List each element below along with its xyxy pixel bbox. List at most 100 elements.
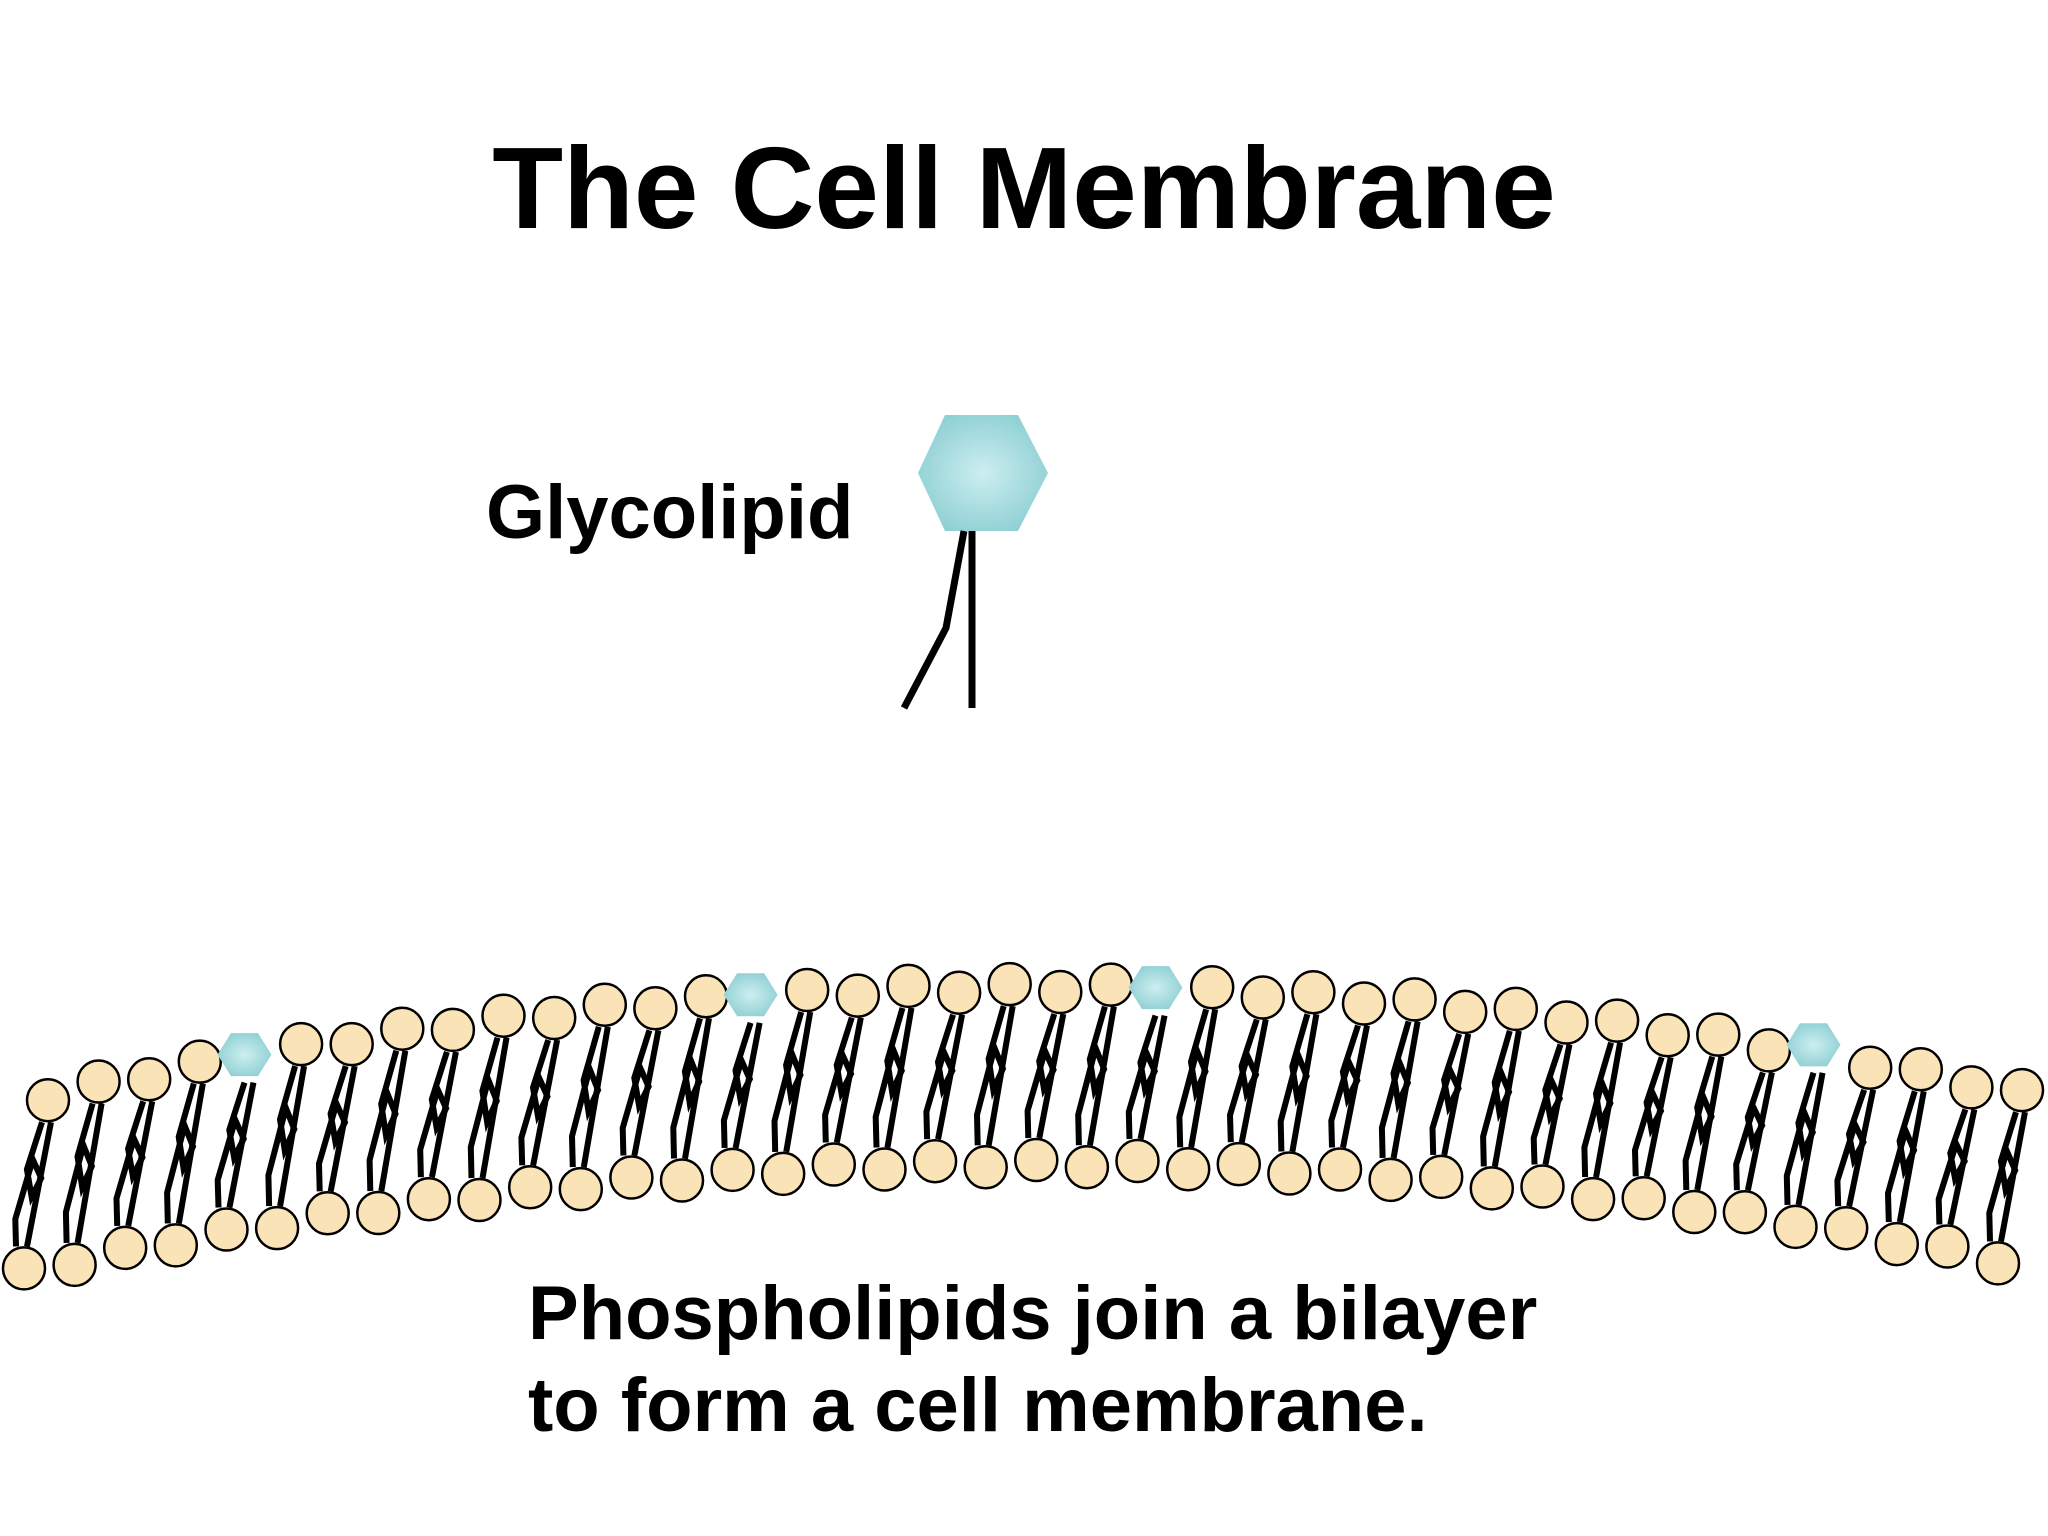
phospholipid-head: [963, 1145, 1008, 1190]
phospholipid-head: [457, 1177, 502, 1223]
phospholipid-tail: [467, 1036, 510, 1179]
phospholipid-head: [1847, 1045, 1893, 1091]
phospholipid-head: [683, 974, 729, 1019]
phospholipid-head: [76, 1059, 121, 1104]
phospholipid-head: [1088, 962, 1134, 1007]
glycolipid-sugar-hexagon: [918, 415, 1048, 531]
phospholipid-head: [1746, 1028, 1792, 1073]
glycolipid-sugar-hexagon: [1128, 966, 1183, 1010]
phospholipid-head: [1115, 1138, 1160, 1184]
phospholipid-head: [531, 995, 577, 1041]
phospholipid-tail: [1631, 1056, 1674, 1177]
phospholipid-tail: [670, 1017, 712, 1159]
phospholipid-tail: [771, 1011, 814, 1153]
phospholipid-tail: [1328, 1024, 1370, 1149]
phospholipid-head: [481, 993, 526, 1038]
phospholipid-head: [1240, 975, 1286, 1020]
phospholipid-tail: [1480, 1030, 1522, 1167]
phospholipid-tail: [214, 1081, 257, 1209]
phospholipid-head: [305, 1191, 350, 1236]
phospholipid-head: [784, 967, 830, 1013]
phospholipid-head: [126, 1057, 172, 1102]
phospholipid-tail: [1682, 1055, 1725, 1191]
phospholipid-head: [380, 1006, 425, 1051]
phospholipid-head: [633, 986, 678, 1031]
phospholipid-tail: [1581, 1041, 1624, 1178]
phospholipid-tail: [720, 1021, 763, 1149]
phospholipid-head: [558, 1166, 604, 1212]
phospholipid-tail: [1226, 1018, 1269, 1143]
phospholipid-tail: [1429, 1032, 1472, 1156]
phospholipid-head: [1645, 1013, 1690, 1058]
phospholipid-tail: [1834, 1088, 1877, 1207]
phospholipid-head: [1064, 1144, 1110, 1190]
phospholipid-tail: [1125, 1014, 1168, 1140]
phospholipid-head: [1823, 1205, 1869, 1251]
phospholipid-tail: [1530, 1043, 1573, 1166]
phospholipid-head: [1469, 1166, 1515, 1211]
phospholipid-head: [1317, 1147, 1363, 1192]
phospholipid-head: [1014, 1137, 1059, 1183]
phospholipid-tail: [1783, 1071, 1826, 1206]
phospholipid-head: [1038, 969, 1083, 1015]
phospholipid-tail: [1075, 1005, 1117, 1146]
phospholipid-head: [1722, 1189, 1768, 1235]
phospholipid-tail: [315, 1065, 358, 1192]
phospholipid-head: [1, 1246, 47, 1291]
phospholipid-tail: [1024, 1013, 1067, 1139]
phospholipid-head: [811, 1142, 857, 1187]
phospholipid-head: [659, 1158, 705, 1203]
phospholipid-head: [1999, 1067, 2045, 1113]
phospholipid-tail: [973, 1005, 1016, 1146]
glycolipid-molecule: [900, 415, 1048, 710]
phospholipid-head: [1216, 1141, 1262, 1187]
phospholipid-tail: [518, 1039, 561, 1166]
page-title: The Cell Membrane: [492, 123, 1556, 253]
phospholipid-head: [862, 1147, 907, 1192]
phospholipid-head: [1418, 1154, 1464, 1200]
phospholipid-tail: [1884, 1090, 1927, 1223]
phospholipid-tail: [164, 1082, 206, 1224]
phospholipid-tail: [568, 1025, 611, 1168]
phospholipid-bilayer: [1, 961, 2045, 1291]
phospholipid-head: [760, 1151, 806, 1197]
phospholipid-head: [1925, 1224, 1970, 1269]
phospholipid-tail: [1378, 1020, 1421, 1159]
phospholipid-tail: [1986, 1111, 2028, 1242]
phospholipid-tail: [12, 1121, 54, 1247]
phospholipid-tail: [417, 1050, 459, 1178]
phospholipid-head: [507, 1165, 553, 1210]
phospholipid-head: [1267, 1151, 1312, 1196]
phospholipid-head: [912, 1138, 958, 1184]
phospholipid-tail: [113, 1100, 156, 1227]
phospholipid-head: [1773, 1204, 1818, 1250]
phospholipid-head: [1544, 1000, 1589, 1045]
phospholipid-head: [1621, 1176, 1666, 1221]
phospholipid-head: [1189, 965, 1235, 1010]
phospholipid-head: [1291, 969, 1336, 1015]
phospholipid-tail: [366, 1049, 409, 1192]
glycolipid-sugar-hexagon: [217, 1033, 272, 1077]
phospholipid-head: [1874, 1221, 1920, 1267]
phospholipid-tail: [1277, 1013, 1320, 1153]
phospholipid-head: [582, 982, 628, 1028]
phospholipid-head: [1696, 1012, 1741, 1057]
phospholipid-head: [1975, 1241, 2021, 1286]
phospholipid-head: [52, 1242, 97, 1288]
phospholipid-tail: [872, 1007, 915, 1149]
phospholipid-head: [1165, 1147, 1211, 1192]
phospholipid-head: [254, 1205, 300, 1251]
phospholipid-head: [1570, 1176, 1616, 1222]
phospholipid-head: [987, 961, 1032, 1007]
phospholipid-head: [835, 973, 881, 1018]
phospholipid-head: [1594, 998, 1640, 1043]
phospholipid-head: [25, 1077, 71, 1123]
upper-leaflet-heads: [25, 961, 2045, 1123]
phospholipid-tail: [62, 1102, 105, 1244]
phospholipid-head: [1949, 1065, 1994, 1110]
phospholipid-tail: [265, 1065, 308, 1207]
phospholipid-head: [329, 1021, 374, 1067]
phospholipid-head: [102, 1225, 148, 1271]
phospholipid-head: [356, 1190, 401, 1236]
phospholipid-head: [1392, 977, 1437, 1022]
